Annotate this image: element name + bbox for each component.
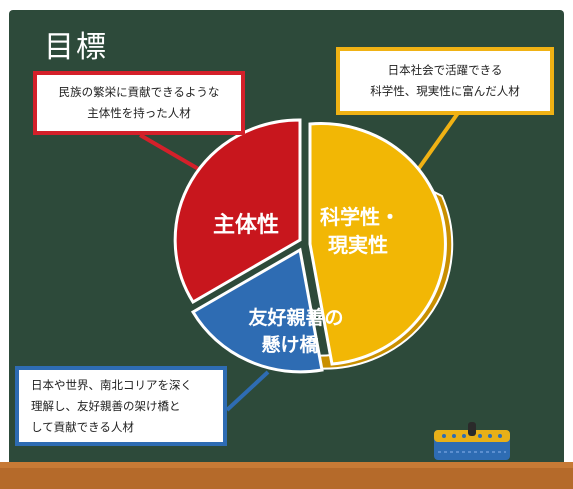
goal-note-blue-line1: 日本や世界、南北コリアを深く: [31, 377, 192, 392]
goal-note-red: 民族の繁栄に貢献できるような 主体性を持った人材: [33, 71, 245, 135]
eraser-icon: [434, 422, 510, 460]
goal-note-blue-line2: 理解し、友好親善の架け橋と: [31, 398, 181, 413]
goal-note-yellow-line2: 科学性、現実性に富んだ人材: [370, 84, 520, 98]
chalk-ledge-top: [0, 462, 573, 468]
goal-note-red-line1: 民族の繁栄に貢献できるような: [58, 85, 220, 99]
goal-note-blue: 日本や世界、南北コリアを深く 理解し、友好親善の架け橋と して貢献できる人材: [15, 366, 227, 446]
goal-note-red-line2: 主体性を持った人材: [87, 106, 191, 120]
goal-note-blue-line3: して貢献できる人材: [31, 419, 134, 434]
goal-note-yellow: 日本社会で活躍できる 科学性、現実性に富んだ人材: [336, 47, 554, 115]
page-title: 目標: [44, 30, 108, 65]
goal-note-yellow-line1: 日本社会で活躍できる: [387, 63, 503, 77]
